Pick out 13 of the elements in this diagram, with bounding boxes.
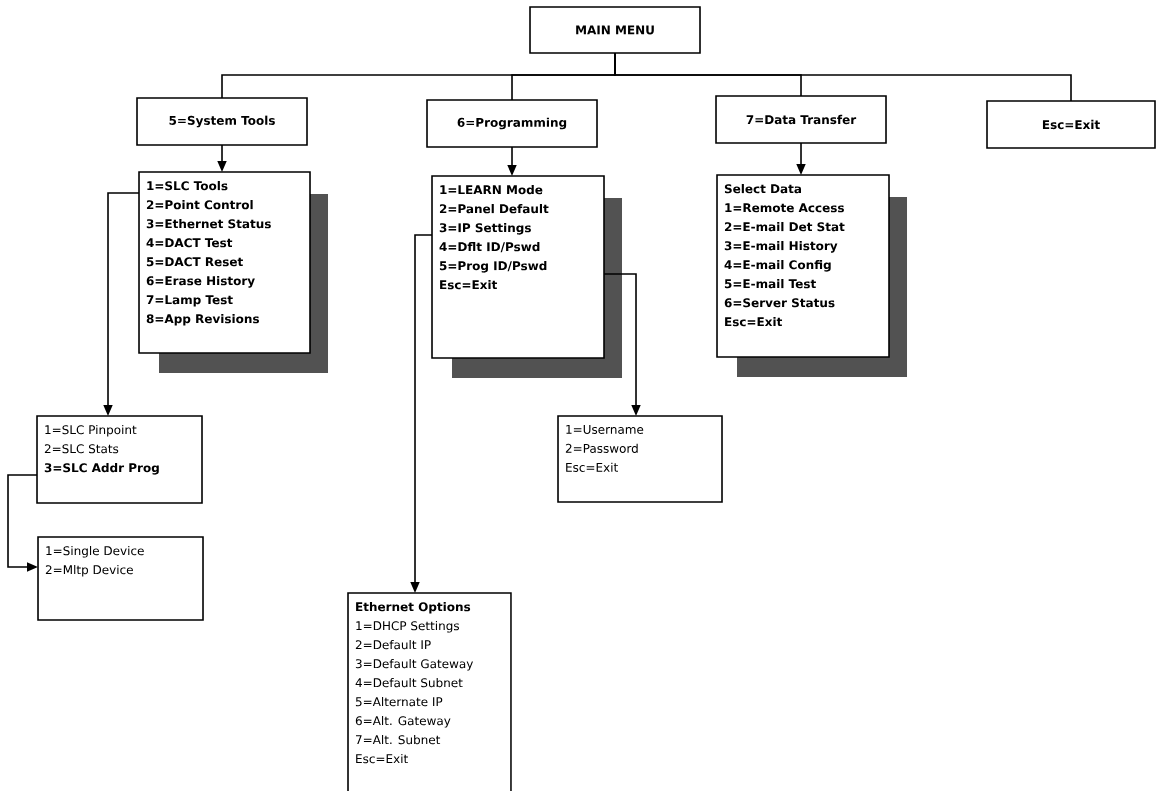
- menu-box: 6=Programming: [426, 99, 598, 148]
- menu-box: 1=LEARN Mode 2=Panel Default 3=IP Settings 4=Dflt ID/Pswd 5=Prog ID/Pswd Esc=Exit: [431, 175, 622, 378]
- menu-box: 5=System Tools: [136, 97, 308, 146]
- menu-box: 1=Username 2=Password Esc=Exit: [557, 415, 723, 503]
- menu-box: MAIN MENU: [529, 6, 701, 54]
- menu-box: 1=Single Device 2=Mltp Device: [37, 536, 204, 621]
- menu-box: Ethernet Options 1=DHCP Settings 2=Default IP 3=Default Gateway 4=Default Subnet 5=Alternate IP 6=Alt. Gateway 7=Alt. Subnet Esc=Exit: [347, 592, 512, 791]
- arrow: [7, 474, 38, 572]
- menu-box: Esc=Exit: [986, 100, 1156, 149]
- menu-box: 7=Data Transfer: [715, 95, 887, 144]
- menu-box: 1=SLC Tools 2=Point Control 3=Ethernet Status 4=DACT Test 5=DACT Reset 6=Erase History 7=Lamp Test 8=App Revisions: [138, 171, 328, 373]
- menu-box: 1=SLC Pinpoint 2=SLC Stats 3=SLC Addr Prog: [36, 415, 203, 504]
- menu-box: Select Data 1=Remote Access 2=E-mail Det Stat 3=E-mail History 4=E-mail Config 5=E-mail Test 6=Server Status Esc=Exit: [716, 174, 907, 377]
